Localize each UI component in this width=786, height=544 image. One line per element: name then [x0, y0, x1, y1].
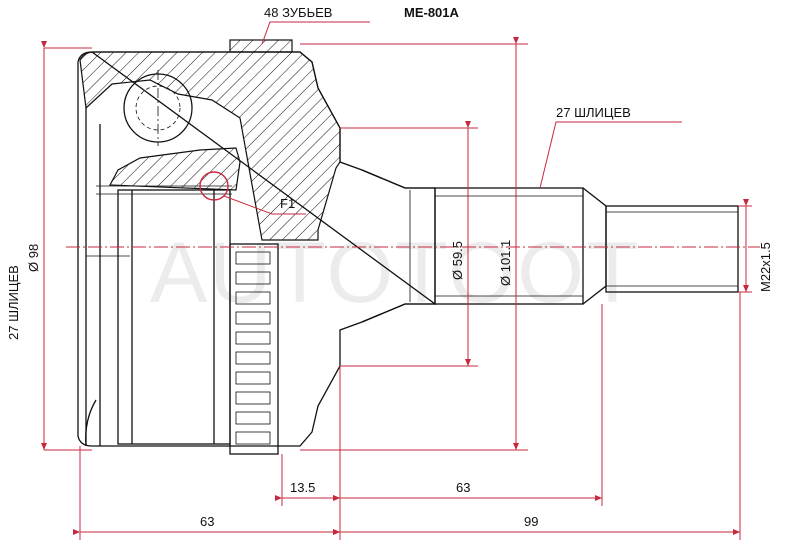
detail-f1-label: F1	[280, 196, 295, 211]
dim-shaft-length: 63	[456, 480, 470, 495]
dim-total-stem: 99	[524, 514, 538, 529]
splines-callout: 27 ШЛИЦЕВ	[556, 105, 631, 120]
teeth-callout: 48 ЗУБЬЕВ	[264, 5, 332, 20]
dim-housing-length: 63	[200, 514, 214, 529]
detail-f1-circle	[199, 171, 229, 201]
thread-label: M22x1.5	[758, 242, 773, 292]
shaft-diameter-inner: Ø 59.5	[450, 241, 465, 280]
shaft-diameter-outer: Ø 101.1	[498, 240, 513, 286]
dimension-lines	[41, 21, 752, 540]
inner-race	[96, 70, 241, 445]
abs-ring	[229, 243, 279, 455]
watermark: AUTOTOOT	[150, 225, 641, 321]
shaft	[361, 169, 739, 323]
left-splines-label: 27 ШЛИЦЕВ	[6, 265, 21, 340]
dim-abs-ring: 13.5	[290, 480, 315, 495]
part-number-title: ME-801A	[404, 5, 460, 20]
left-diameter-label: Ø 98	[26, 244, 41, 272]
outer-housing	[77, 39, 437, 455]
